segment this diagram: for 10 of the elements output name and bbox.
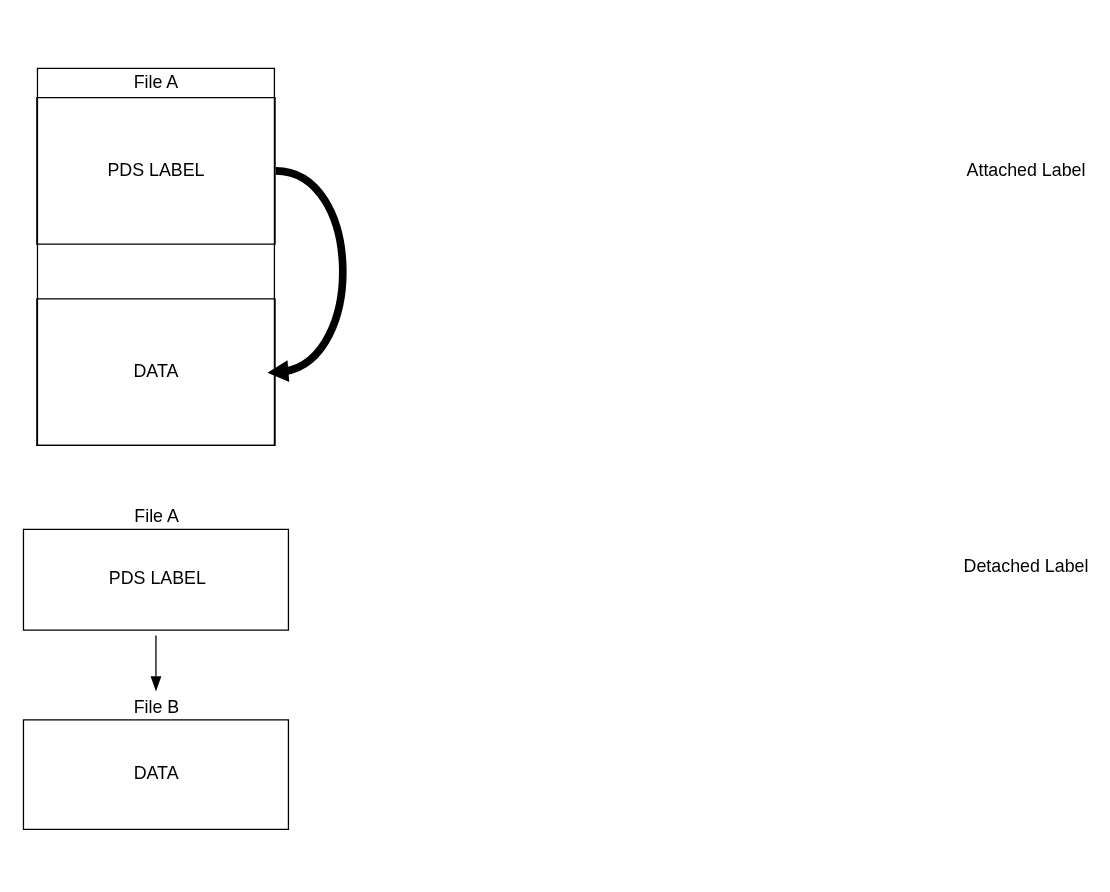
label: Detached Label xyxy=(963,556,1089,577)
label: Attached Label xyxy=(966,159,1086,180)
node-box: PDS LABEL xyxy=(36,96,276,245)
node-box: DATA xyxy=(22,719,290,831)
node-label: File B xyxy=(133,696,180,717)
node-box: DATA xyxy=(36,298,276,446)
node-label: File A xyxy=(134,506,179,527)
arrow xyxy=(267,167,347,383)
arrow xyxy=(150,634,162,692)
node-box: PDS LABEL xyxy=(22,528,290,631)
